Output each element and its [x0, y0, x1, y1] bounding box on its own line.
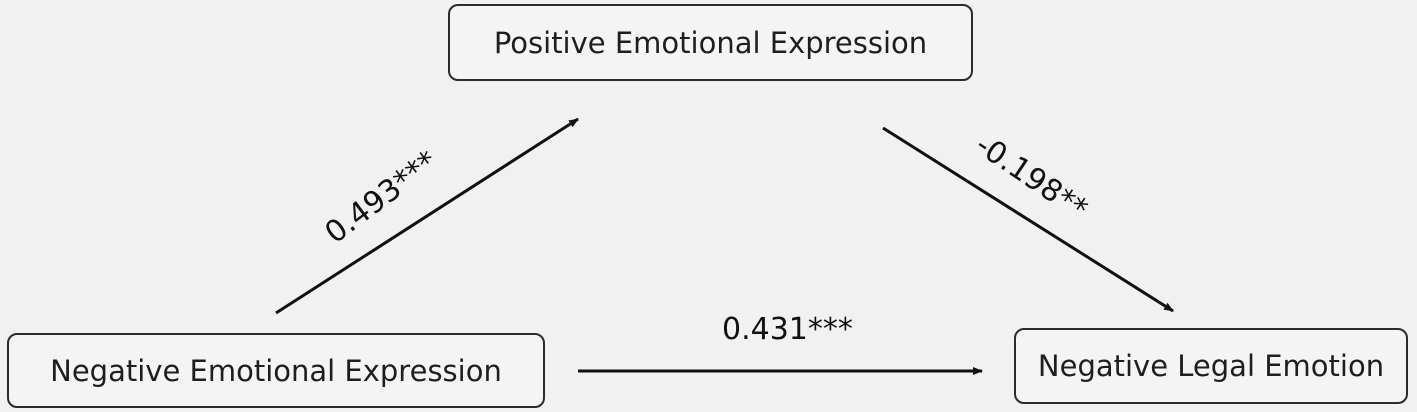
arrow-mediator-to-outcome [882, 126, 1174, 313]
outcome-box: Negative Legal Emotion [1014, 328, 1408, 404]
mediator-label: Positive Emotional Expression [493, 25, 928, 60]
path-c-coefficient: 0.431*** [722, 312, 853, 347]
mediator-box: Positive Emotional Expression [448, 4, 973, 81]
predictor-label: Negative Emotional Expression [50, 353, 502, 388]
arrow-predictor-to-mediator [275, 117, 579, 315]
predictor-box: Negative Emotional Expression [7, 333, 545, 408]
outcome-label: Negative Legal Emotion [1037, 349, 1385, 383]
